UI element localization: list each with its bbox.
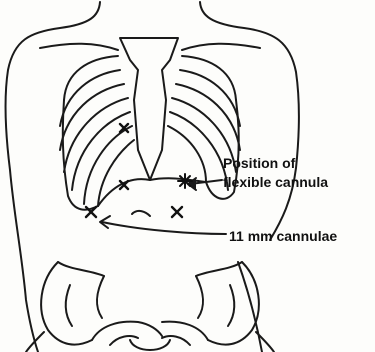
right-clavicle [182, 44, 260, 50]
umbilicus [132, 211, 150, 216]
flexible-cannula-label-line1: Position of [223, 155, 295, 171]
costal-margin-left [98, 179, 150, 206]
flexible-cannula-mark [178, 174, 192, 188]
sternum [120, 38, 178, 180]
cannulae-11mm-label: 11 mm cannulae [229, 228, 337, 244]
pelvis [26, 262, 274, 352]
cannula-x-mark-right [172, 207, 182, 217]
torso-outline-left [6, 2, 100, 352]
left-clavicle [40, 44, 118, 50]
flexible-cannula-label-line2: flexible cannula [223, 174, 328, 190]
cannulae-arrow [102, 222, 226, 234]
torso-outline-right [200, 2, 299, 240]
